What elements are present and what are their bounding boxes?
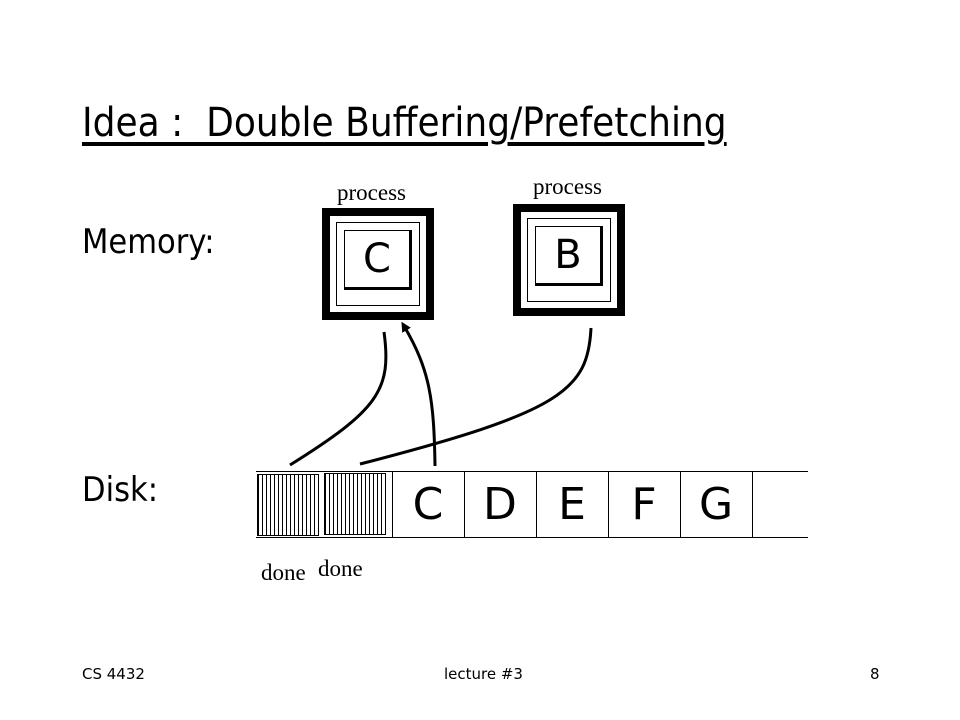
curve-buffer-b-to-done-2: [359, 327, 593, 466]
memory-buffer-1-block: C: [344, 230, 412, 290]
slide-title: Idea : Double Buffering/Prefetching: [82, 100, 727, 146]
memory-buffer-2: B: [513, 204, 625, 316]
buffer-2-caption: process: [533, 174, 602, 199]
memory-label: Memory:: [82, 222, 215, 262]
memory-buffer-1: C: [322, 208, 434, 320]
disk-divider: [608, 471, 609, 537]
footer-lecture: lecture #3: [444, 665, 523, 683]
done-caption-2: done: [318, 556, 363, 581]
footer-course: CS 4432: [82, 665, 145, 683]
disk-divider: [752, 471, 753, 537]
disk-block-done-2: [324, 473, 386, 535]
done-caption-1: done: [261, 560, 306, 585]
disk-divider: [536, 471, 537, 537]
disk-block-d: D: [483, 478, 517, 530]
disk-block-e: E: [558, 478, 586, 530]
disk-divider: [392, 471, 393, 537]
disk-strip-top: [256, 471, 808, 472]
disk-label: Disk:: [82, 470, 159, 510]
memory-buffer-1-frame: [336, 222, 420, 306]
buffer-1-caption: process: [337, 180, 406, 205]
disk-block-f: F: [631, 478, 657, 530]
disk-divider: [680, 471, 681, 537]
footer-page-number: 8: [870, 665, 880, 683]
memory-buffer-2-frame: [527, 218, 611, 302]
disk-divider: [464, 471, 465, 537]
memory-buffer-2-block: B: [535, 226, 603, 286]
disk-block-g: G: [698, 478, 734, 530]
curve-buffer-c-to-done-1: [289, 331, 388, 467]
disk-block-c: C: [412, 478, 444, 530]
disk-block-done-1: [257, 474, 319, 536]
disk-strip-bottom: [256, 537, 808, 538]
